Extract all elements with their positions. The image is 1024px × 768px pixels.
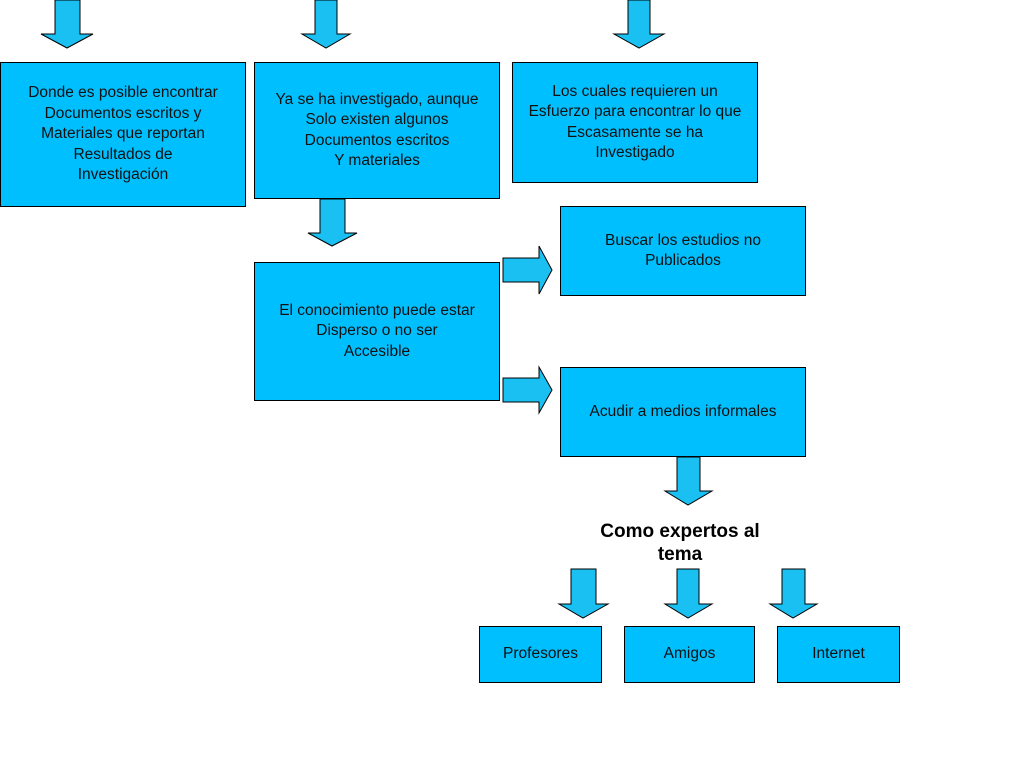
box-donde-es-posible: Donde es posible encontrar Documentos es…: [0, 62, 246, 207]
box-ya-se-ha-investigado: Ya se ha investigado, aunque Solo existe…: [254, 62, 500, 199]
down-arrow-icon: [300, 0, 352, 49]
box-internet: Internet: [777, 626, 900, 683]
box-acudir-medios: Acudir a medios informales: [560, 367, 806, 457]
box-buscar-estudios: Buscar los estudios no Publicados: [560, 206, 806, 296]
box-amigos: Amigos: [624, 626, 755, 683]
down-arrow-icon: [307, 198, 358, 247]
box-los-cuales-requieren: Los cuales requieren un Esfuerzo para en…: [512, 62, 758, 183]
right-arrow-icon: [502, 365, 553, 415]
down-arrow-icon: [663, 568, 714, 619]
right-arrow-icon: [502, 245, 553, 295]
down-arrow-icon: [557, 568, 610, 619]
down-arrow-icon: [768, 568, 819, 619]
down-arrow-icon: [40, 0, 94, 49]
box-conocimiento-disperso: El conocimiento puede estar Disperso o n…: [254, 262, 500, 401]
down-arrow-icon: [663, 456, 714, 506]
heading-como-expertos: Como expertos al tema: [600, 521, 760, 565]
down-arrow-icon: [612, 0, 666, 49]
box-profesores: Profesores: [479, 626, 602, 683]
